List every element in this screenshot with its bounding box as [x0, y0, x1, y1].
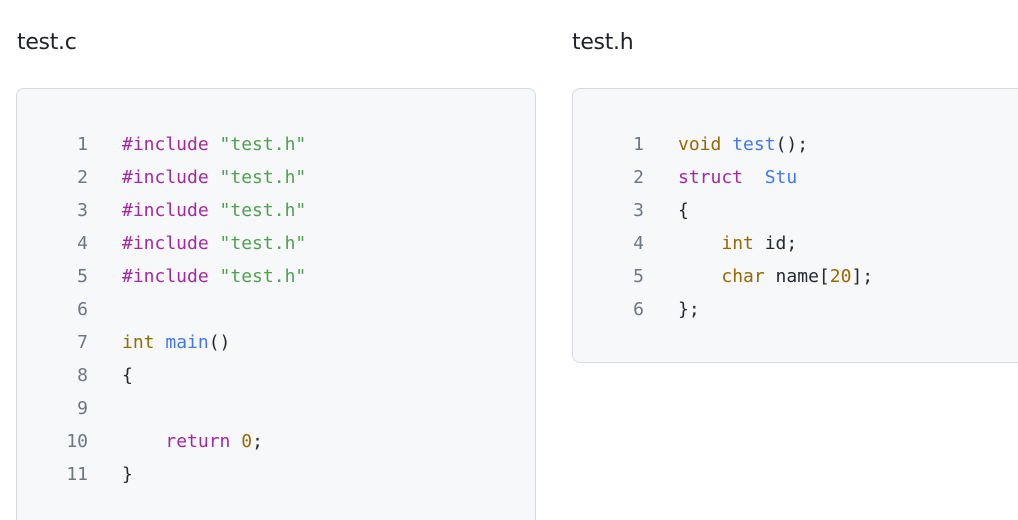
line-code: int main()	[88, 326, 230, 359]
code-line: 5 char name[20];	[573, 260, 1018, 293]
line-number: 4	[77, 233, 88, 254]
line-number: 3	[633, 200, 644, 221]
code-token: name[	[764, 266, 830, 287]
code-token: struct	[678, 167, 744, 188]
line-number: 1	[633, 134, 644, 155]
code-token	[678, 266, 721, 287]
code-line: 6};	[573, 293, 1018, 326]
code-token: 20	[829, 266, 852, 287]
line-code: };	[644, 293, 700, 326]
line-code: }	[88, 458, 133, 491]
code-token	[721, 134, 732, 155]
code-token	[230, 431, 241, 452]
line-code	[88, 392, 122, 425]
code-token	[155, 332, 166, 353]
code-line: 10 return 0;	[17, 425, 535, 458]
code-token: ];	[851, 266, 874, 287]
line-number: 9	[77, 398, 88, 419]
code-token: ();	[775, 134, 809, 155]
code-token: main	[165, 332, 209, 353]
code-token: {	[678, 200, 689, 221]
code-line: 9	[17, 392, 535, 425]
line-code: #include "test.h"	[88, 227, 306, 260]
code-token	[209, 134, 220, 155]
line-code: int id;	[644, 227, 797, 260]
code-token	[209, 167, 220, 188]
file-title-test-h: test.h	[572, 30, 634, 55]
code-token	[209, 200, 220, 221]
code-token: id;	[753, 233, 798, 254]
line-code: #include "test.h"	[88, 260, 306, 293]
line-code	[88, 293, 122, 326]
code-token	[678, 233, 721, 254]
code-token: void	[678, 134, 722, 155]
code-line: 3#include "test.h"	[17, 194, 535, 227]
code-token: ()	[208, 332, 231, 353]
code-line: 8{	[17, 359, 535, 392]
line-code: struct Stu	[644, 161, 797, 194]
line-number: 6	[633, 299, 644, 320]
line-code: return 0;	[88, 425, 263, 458]
code-token: }	[122, 464, 133, 485]
line-number: 4	[633, 233, 644, 254]
code-line: 4#include "test.h"	[17, 227, 535, 260]
code-token: return	[165, 431, 231, 452]
code-token: "test.h"	[219, 134, 307, 155]
line-number: 6	[77, 299, 88, 320]
code-token: #include	[122, 134, 209, 155]
line-code: char name[20];	[644, 260, 873, 293]
line-code: #include "test.h"	[88, 128, 306, 161]
code-token: char	[721, 266, 765, 287]
line-number: 1	[77, 134, 88, 155]
code-line: 1#include "test.h"	[17, 128, 535, 161]
code-token: #include	[122, 266, 209, 287]
code-token	[209, 266, 220, 287]
code-token: #include	[122, 233, 209, 254]
code-token	[743, 167, 765, 188]
file-title-test-c: test.c	[17, 30, 77, 55]
code-token: #include	[122, 167, 209, 188]
line-number: 7	[77, 332, 88, 353]
code-token: "test.h"	[219, 266, 307, 287]
code-token: ;	[252, 431, 263, 452]
code-token: #include	[122, 200, 209, 221]
code-line: 4 int id;	[573, 227, 1018, 260]
line-number: 5	[77, 266, 88, 287]
line-code: {	[88, 359, 133, 392]
line-number: 5	[633, 266, 644, 287]
line-number: 2	[77, 167, 88, 188]
line-number: 2	[633, 167, 644, 188]
code-token: "test.h"	[219, 200, 307, 221]
code-token: };	[678, 299, 700, 320]
code-token: {	[122, 365, 133, 386]
code-token: "test.h"	[219, 233, 307, 254]
line-code: void test();	[644, 128, 808, 161]
line-code: #include "test.h"	[88, 194, 306, 227]
code-token: test	[732, 134, 776, 155]
line-number: 3	[77, 200, 88, 221]
line-code: #include "test.h"	[88, 161, 306, 194]
code-token	[122, 431, 165, 452]
code-line: 11}	[17, 458, 535, 491]
code-token: "test.h"	[219, 167, 307, 188]
code-token: 0	[241, 431, 253, 452]
line-number: 8	[77, 365, 88, 386]
line-code: {	[644, 194, 689, 227]
code-line: 3{	[573, 194, 1018, 227]
code-line: 5#include "test.h"	[17, 260, 535, 293]
line-number: 11	[66, 464, 88, 485]
code-token: Stu	[764, 167, 798, 188]
code-line: 6	[17, 293, 535, 326]
code-block-test-c[interactable]: 1#include "test.h"2#include "test.h"3#in…	[16, 88, 536, 520]
code-line: 2#include "test.h"	[17, 161, 535, 194]
code-token: int	[721, 233, 754, 254]
code-token: int	[122, 332, 155, 353]
code-token	[209, 233, 220, 254]
line-number: 10	[66, 431, 88, 452]
